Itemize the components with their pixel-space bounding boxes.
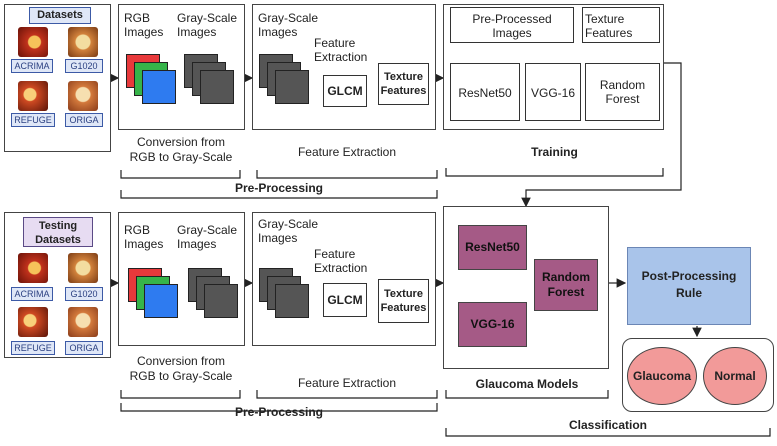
fe-gray-layer-2-3 <box>275 284 309 318</box>
testing-acrima-image <box>18 253 48 283</box>
training-caption: Training <box>531 145 578 159</box>
brace-models <box>445 390 609 399</box>
datasets-title: Datasets <box>29 7 91 24</box>
conversion-caption: Conversion from RGB to Gray-Scale <box>129 135 233 164</box>
preprocessing-caption: Pre-Processing <box>234 181 324 195</box>
classification-caption: Classification <box>568 418 648 432</box>
rf-training-box: Random Forest <box>585 63 660 121</box>
datasets-panel: Datasets ACRIMA G1020 REFUGE ORIGA <box>4 4 111 152</box>
texture-features-box: Texture Features <box>378 63 429 105</box>
vgg-training-label: VGG-16 <box>530 86 575 100</box>
resnet-model-box: ResNet50 <box>458 225 527 270</box>
pre-processed-box: Pre-Processed Images <box>450 7 574 43</box>
grayscale-images-label-2: Gray-Scale Images <box>177 223 238 251</box>
testing-refuge-label: REFUGE <box>11 341 55 355</box>
g1020-fundus-image <box>68 27 98 57</box>
resnet-training-box: ResNet50 <box>450 63 520 121</box>
acrima-label: ACRIMA <box>11 59 53 73</box>
brace-conversion <box>120 170 241 179</box>
brace-training <box>445 168 664 177</box>
grayscale-images-label: Gray-Scale Images <box>177 11 238 39</box>
conversion-caption-2: Conversion from RGB to Gray-Scale <box>129 354 233 383</box>
testing-refuge-image <box>18 307 48 337</box>
gray-layer-2-3 <box>204 284 238 318</box>
refuge-label: REFUGE <box>11 113 55 127</box>
fe-caption-2: Feature Extraction <box>297 376 397 390</box>
brace-conversion-2 <box>120 390 241 399</box>
pre-processed-label: Pre-Processed Images <box>472 12 552 40</box>
texture-features-training-box: Texture Features <box>582 7 660 43</box>
rf-training-label: Random Forest <box>599 78 646 106</box>
testing-g1020-image <box>68 253 98 283</box>
origa-fundus-image <box>68 81 98 111</box>
fe-caption: Feature Extraction <box>297 145 397 159</box>
origa-label: ORIGA <box>65 113 103 127</box>
vgg-training-box: VGG-16 <box>525 63 581 121</box>
feature-extraction-panel: Gray-Scale Images Feature Extraction GLC… <box>252 4 436 130</box>
glcm-box: GLCM <box>323 75 367 107</box>
resnet-training-label: ResNet50 <box>458 86 512 100</box>
brace-fe <box>256 170 438 179</box>
glcm-box-2: GLCM <box>323 283 367 317</box>
testing-acrima-label: ACRIMA <box>11 287 53 301</box>
arrow-training-to-models <box>521 62 682 208</box>
texture-features-training-label: Texture Features <box>585 12 633 40</box>
fe-grayscale-label: Gray-Scale Images <box>258 11 319 39</box>
feature-extraction-panel-2: Gray-Scale Images Feature Extraction GLC… <box>252 212 436 346</box>
normal-class: Normal <box>703 347 767 405</box>
random-forest-model-box: Random Forest <box>534 259 598 311</box>
conversion-panel-2: RGB Images Gray-Scale Images <box>118 212 245 346</box>
glaucoma-models-panel: ResNet50 Random Forest VGG-16 <box>443 206 609 369</box>
glaucoma-models-caption: Glaucoma Models <box>475 377 579 391</box>
conversion-panel: RGB Images Gray-Scale Images <box>118 4 245 130</box>
glaucoma-class: Glaucoma <box>627 347 697 405</box>
g1020-label: G1020 <box>65 59 103 73</box>
testing-g1020-label: G1020 <box>65 287 103 301</box>
acrima-fundus-image <box>18 27 48 57</box>
testing-datasets-title: Testing Datasets <box>23 217 93 247</box>
training-panel: Pre-Processed Images Texture Features Re… <box>443 4 664 130</box>
refuge-fundus-image <box>18 81 48 111</box>
gray-layer-3 <box>200 70 234 104</box>
blue-channel-layer <box>142 70 176 104</box>
vgg-model-box: VGG-16 <box>458 302 527 347</box>
output-classes-panel: Glaucoma Normal <box>622 338 774 412</box>
fe-extraction-label-2: Feature Extraction <box>314 247 368 275</box>
brace-classification <box>445 428 771 437</box>
brace-preprocessing <box>120 190 438 199</box>
brace-fe-2 <box>256 390 438 399</box>
testing-origa-label: ORIGA <box>65 341 103 355</box>
texture-features-box-2: Texture Features <box>378 279 429 323</box>
fe-extraction-label: Feature Extraction <box>314 36 368 64</box>
fe-gray-layer-3 <box>275 70 309 104</box>
rgb-images-label-2: RGB Images <box>124 223 164 251</box>
rgb-images-label: RGB Images <box>124 11 164 39</box>
fe-grayscale-label-2: Gray-Scale Images <box>258 217 319 245</box>
testing-origa-image <box>68 307 98 337</box>
preprocessing-caption-2: Pre-Processing <box>234 405 324 419</box>
brace-preprocessing-2 <box>120 403 438 412</box>
blue-channel-layer-2 <box>144 284 178 318</box>
testing-datasets-panel: Testing Datasets ACRIMA G1020 REFUGE ORI… <box>4 212 111 358</box>
post-processing-rule-box: Post-Processing Rule <box>627 247 751 325</box>
